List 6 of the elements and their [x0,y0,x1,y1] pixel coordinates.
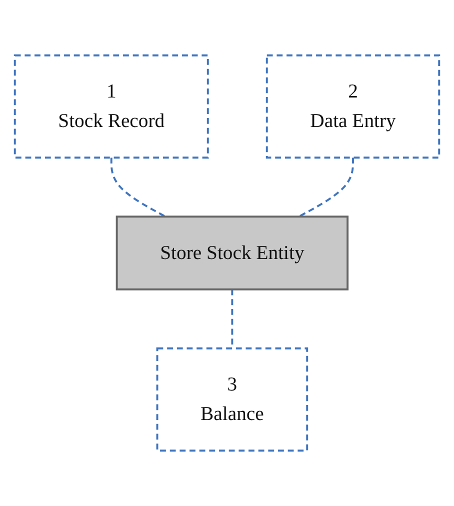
node-box: 1 Stock Record [14,54,209,159]
connector [298,158,354,218]
node-box: 3 Balance [156,347,308,452]
node-box: Store Stock Entity [116,216,349,290]
connector [110,158,166,218]
node-box: 2 Data Entry [266,54,440,159]
